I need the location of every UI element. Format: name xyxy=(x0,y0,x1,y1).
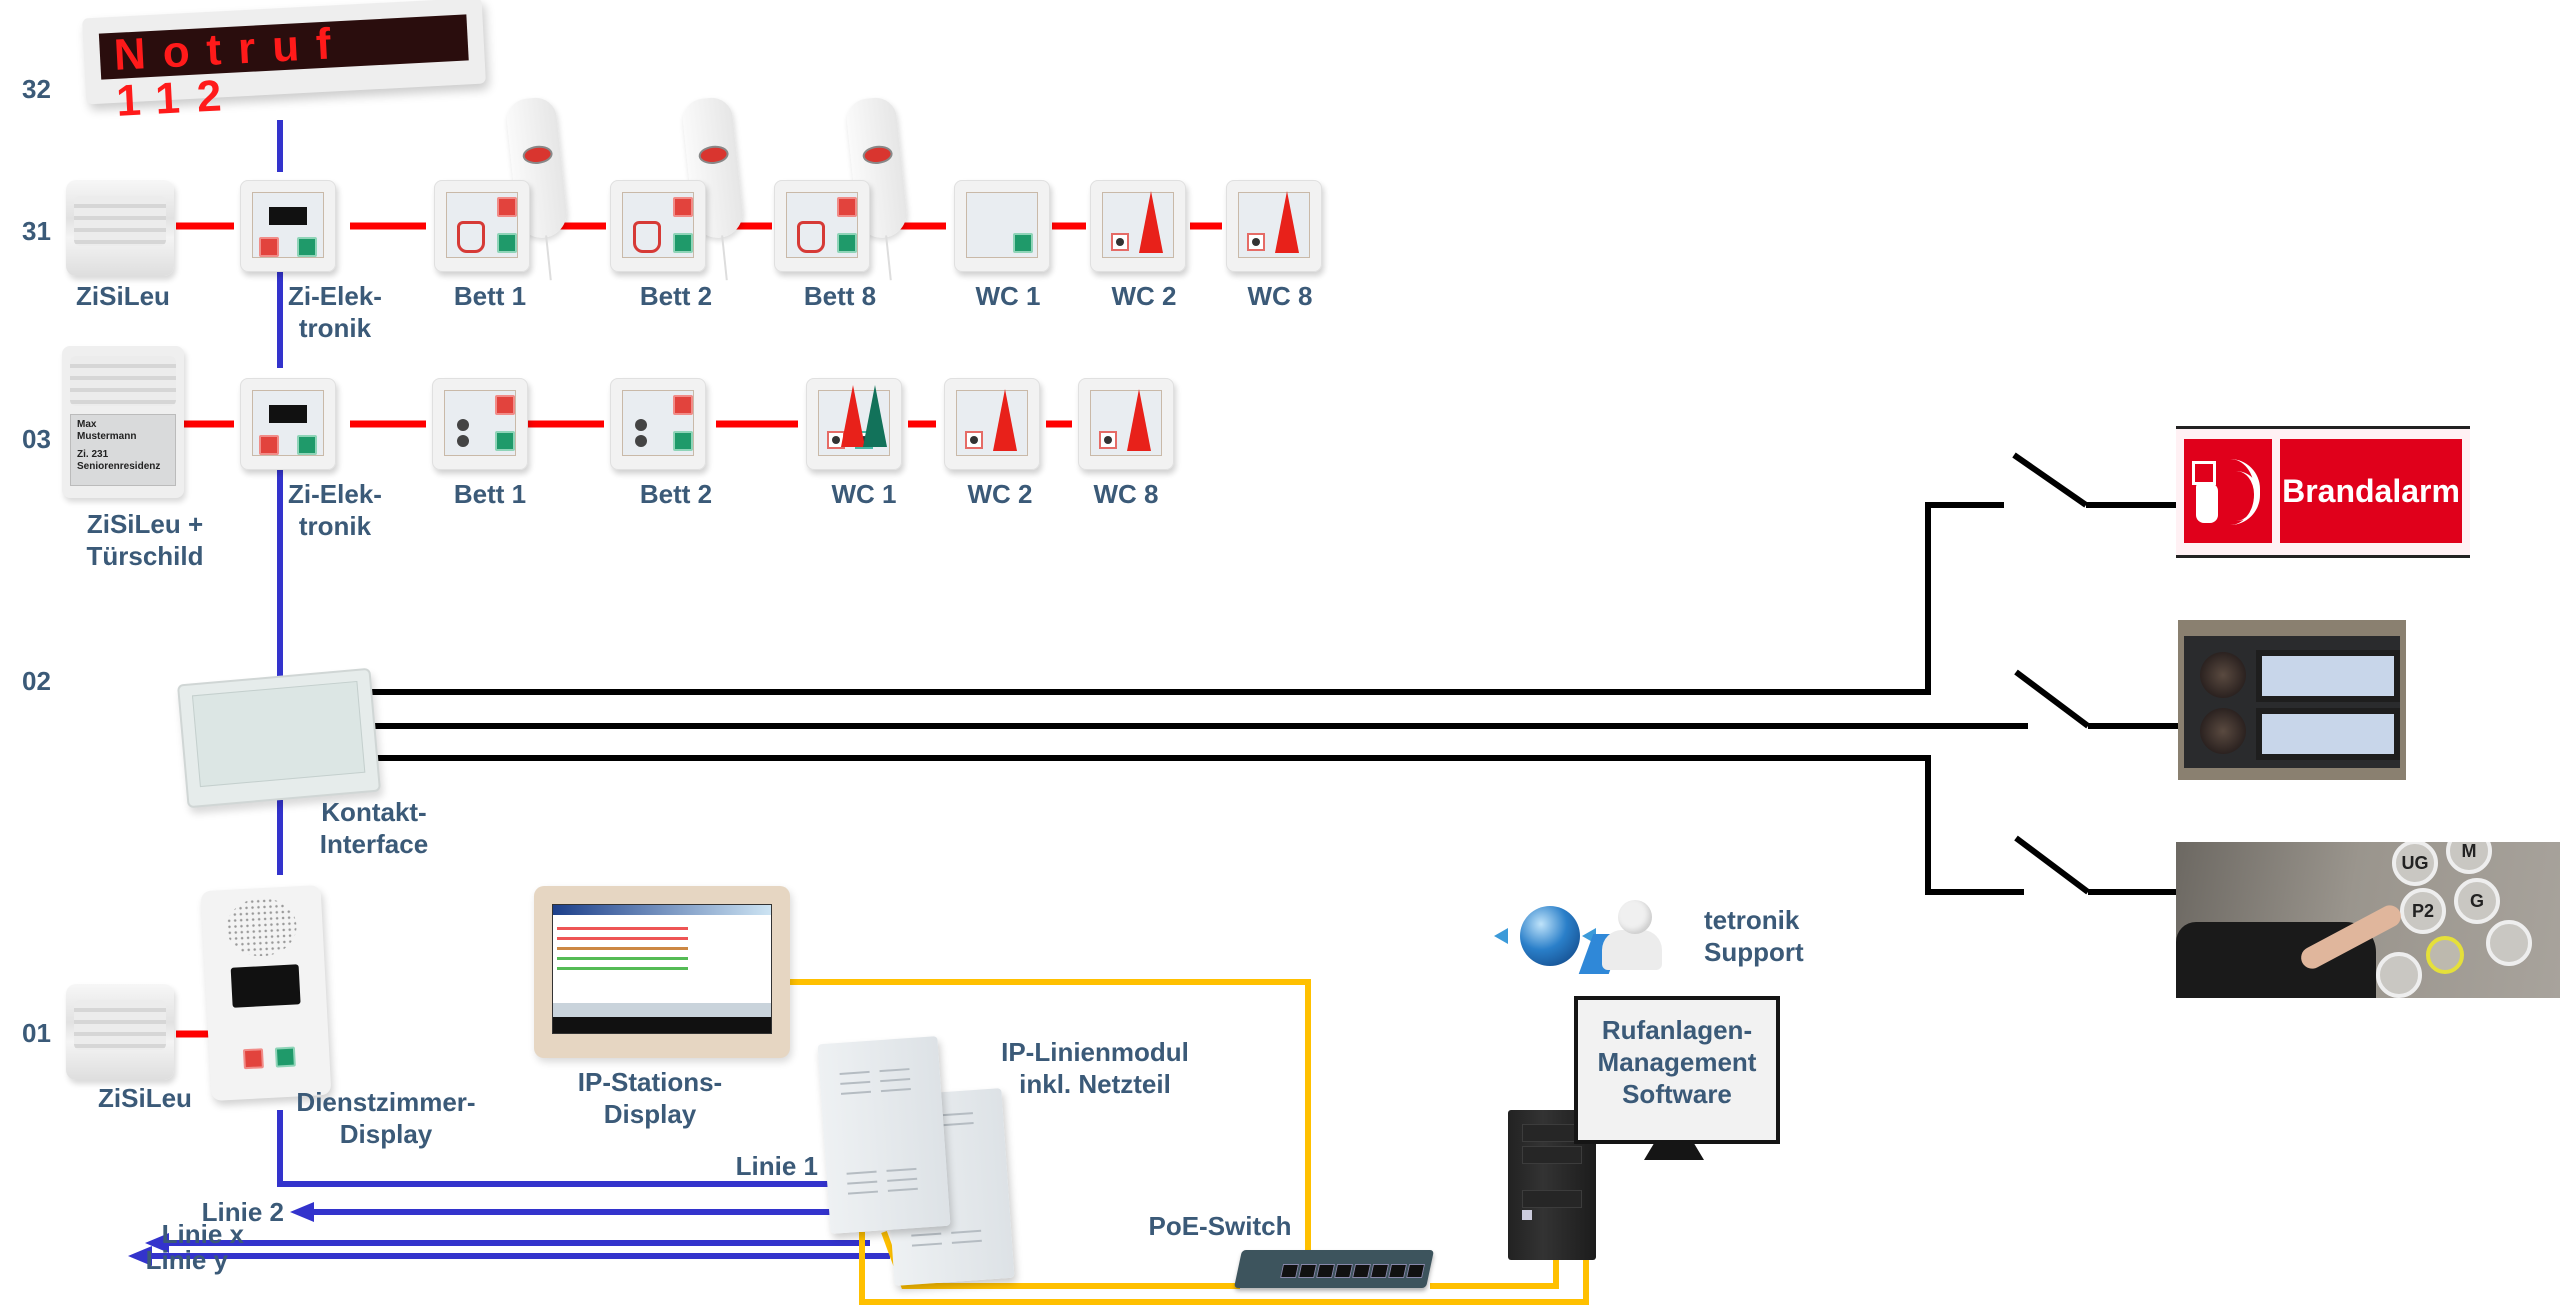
kontakt-interface-box xyxy=(176,667,382,809)
zisileu-door-sign-03: Max Mustermann Zi. 231 Seniorenresidenz xyxy=(62,346,184,498)
label-zisileu-tuerschild: ZiSiLeu +Türschild xyxy=(86,509,204,571)
label-wc-8-03: WC 8 xyxy=(1093,479,1159,509)
bett-2-terminal-03 xyxy=(610,378,706,470)
label-zisileu-31: ZiSiLeu xyxy=(76,281,170,311)
label-zisileu-01: ZiSiLeu xyxy=(98,1083,192,1113)
label-linie-2: Linie 2 xyxy=(201,1197,284,1227)
label-bett-1-03: Bett 1 xyxy=(453,479,527,509)
wc-2-terminal-03 xyxy=(944,378,1040,470)
label-linie-y: Linie y xyxy=(145,1245,228,1275)
row-number-01: 01 xyxy=(22,1018,51,1048)
row-number-03: 03 xyxy=(22,424,51,454)
network-wires xyxy=(790,979,1589,1305)
elevator-button-m: M xyxy=(2446,842,2492,874)
label-wc-2-03: WC 2 xyxy=(967,479,1033,509)
bett-8-terminal-31 xyxy=(774,180,870,272)
bett-2-terminal-31 xyxy=(610,180,706,272)
zisileu-speaker-31 xyxy=(66,180,174,276)
label-wc-2-31: WC 2 xyxy=(1111,281,1177,311)
door-sign-card: Max Mustermann Zi. 231 Seniorenresidenz xyxy=(70,414,176,486)
label-wc-1-03: WC 1 xyxy=(831,479,897,509)
elevator-button-p2: P2 xyxy=(2400,888,2446,934)
fire-alarm-label: Brandalarm xyxy=(2280,439,2462,543)
label-wc-8-31: WC 8 xyxy=(1247,281,1313,311)
label-kontakt-interface: Kontakt-Interface xyxy=(319,797,429,859)
label-bett-2-31: Bett 2 xyxy=(639,281,713,311)
management-software-label: Rufanlagen- Management Software xyxy=(1597,1015,1757,1109)
label-zi-elektronik-03: Zi-Elek-tronik xyxy=(288,479,382,541)
linie-x-arrow xyxy=(145,1233,169,1253)
label-linie-x: Linie x xyxy=(161,1219,244,1249)
fire-alarm-icon xyxy=(2184,439,2272,543)
globe-icon xyxy=(1520,906,1580,966)
bett-1-terminal-03 xyxy=(432,378,528,470)
label-wc-1-31: WC 1 xyxy=(975,281,1041,311)
elevator-button-panel: UG M P2 G xyxy=(2176,842,2560,998)
door-bell-panel xyxy=(2178,620,2406,780)
door-bell-button-2 xyxy=(2200,708,2246,754)
support-agent-icon xyxy=(1618,900,1652,934)
management-software-monitor: Rufanlagen- Management Software xyxy=(1574,996,1780,1144)
wc-2-terminal-31 xyxy=(1090,180,1186,272)
dienstzimmer-display-device xyxy=(200,885,332,1101)
led-display-text: Notruf 112 xyxy=(98,14,469,126)
label-dienstzimmer-display: Dienstzimmer-Display xyxy=(296,1087,476,1149)
wc-8-terminal-03 xyxy=(1078,378,1174,470)
wc-1-terminal-03 xyxy=(806,378,902,470)
linie-2-arrow xyxy=(290,1202,314,1222)
poe-switch-device xyxy=(1233,1250,1435,1288)
label-bett-1-31: Bett 1 xyxy=(453,281,527,311)
label-poe-switch: PoE-Switch xyxy=(1148,1211,1292,1241)
arrow-left-icon xyxy=(1494,928,1508,944)
ip-linienmodul-1 xyxy=(817,1036,951,1234)
monitor-stand xyxy=(1644,1140,1704,1160)
row-number-31: 31 xyxy=(22,216,51,246)
pc-tower xyxy=(1508,1110,1596,1260)
label-bett-2-03: Bett 2 xyxy=(639,479,713,509)
row-number-32: 32 xyxy=(22,74,51,104)
ip-stations-display-device xyxy=(534,886,790,1058)
door-bell-button-1 xyxy=(2200,652,2246,698)
bett-1-terminal-31 xyxy=(434,180,530,272)
zisileu-speaker-01 xyxy=(66,984,174,1080)
linie-1-wire xyxy=(277,1110,838,1187)
wc-1-terminal-31 xyxy=(954,180,1050,272)
elevator-button-ug: UG xyxy=(2392,842,2438,886)
zi-elektronik-31 xyxy=(240,180,336,272)
fire-alarm-sign: Brandalarm xyxy=(2176,426,2470,558)
wc-8-terminal-31 xyxy=(1226,180,1322,272)
contact-wires xyxy=(372,452,2178,895)
label-linie-1: Linie 1 xyxy=(735,1151,818,1181)
label-ip-stations-display: IP-Stations-Display xyxy=(577,1067,723,1129)
label-bett-8-31: Bett 8 xyxy=(803,281,877,311)
row-number-02: 02 xyxy=(22,666,51,696)
elevator-button-g: G xyxy=(2454,878,2500,924)
zi-elektronik-03 xyxy=(240,378,336,470)
linie-y-arrow xyxy=(128,1246,152,1266)
speaker-grille xyxy=(225,896,299,958)
label-zi-elektronik-31: Zi-Elek-tronik xyxy=(288,281,382,343)
